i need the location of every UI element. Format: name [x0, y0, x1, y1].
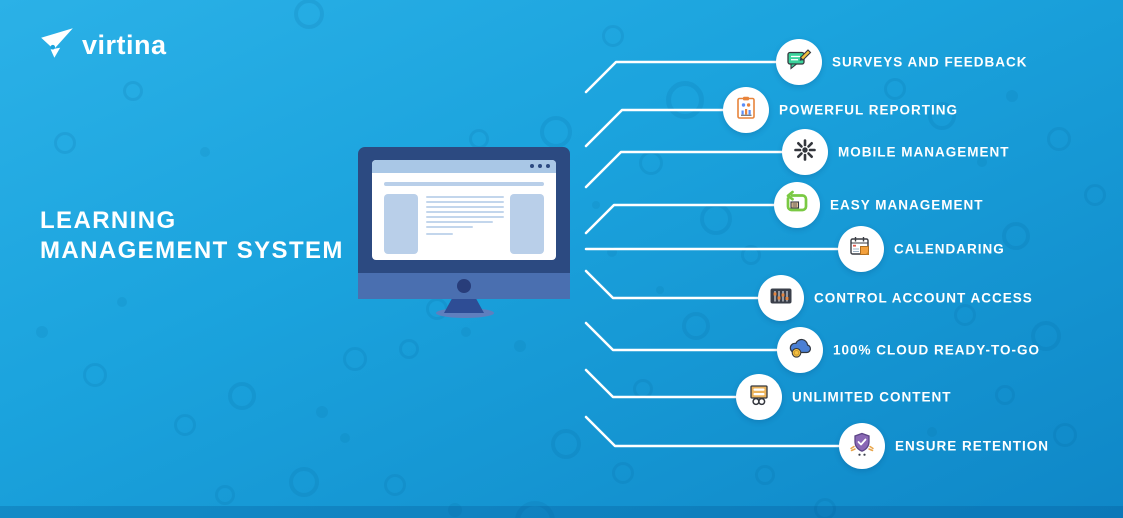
decorative-ring — [666, 81, 704, 119]
decorative-ring — [995, 385, 1015, 405]
page-heading-bar — [384, 182, 544, 186]
survey-feedback-icon — [785, 46, 813, 79]
feature-icon-circle — [723, 87, 769, 133]
easy-loop-icon — [783, 189, 811, 222]
decorative-ring — [977, 157, 987, 167]
decorative-ring — [1002, 222, 1030, 250]
feature-label: SURVEYS AND FEEDBACK — [832, 54, 1028, 70]
decorative-ring — [215, 485, 235, 505]
decorative-ring — [384, 474, 406, 496]
feature-icon-circle — [839, 423, 885, 469]
monitor-webcam-dot — [457, 279, 471, 293]
decorative-ring — [54, 132, 76, 154]
decorative-ring — [755, 465, 775, 485]
feature-label: 100% CLOUD READY-TO-GO — [833, 342, 1041, 358]
connector-line — [584, 269, 760, 300]
content-cart-icon — [745, 381, 773, 414]
monitor-base — [436, 308, 494, 318]
decorative-ring — [602, 25, 624, 47]
decorative-ring — [123, 81, 143, 101]
text-lines — [426, 196, 504, 238]
connector-line — [584, 150, 784, 189]
decorative-ring — [294, 0, 324, 29]
monitor-stand — [444, 297, 484, 313]
browser-titlebar — [372, 160, 556, 173]
feature-label: POWERFUL REPORTING — [779, 102, 959, 118]
decorative-ring — [741, 245, 761, 265]
title-line1: LEARNING — [40, 207, 177, 234]
feature-icon-circle — [838, 226, 884, 272]
connector-line — [584, 368, 738, 399]
decorative-ring — [656, 286, 664, 294]
feature-label: EASY MANAGEMENT — [830, 197, 984, 213]
decorative-ring — [343, 347, 367, 371]
decorative-ring — [448, 503, 462, 517]
decorative-ring — [700, 203, 732, 235]
decorative-ring — [884, 78, 906, 100]
decorative-ring — [682, 312, 710, 340]
decorative-ring — [639, 151, 663, 175]
decorative-ring — [316, 406, 328, 418]
title-line2: MANAGEMENT SYSTEM — [40, 237, 344, 264]
decorative-ring — [469, 129, 489, 149]
shield-check-icon — [848, 430, 876, 463]
feature-label: CALENDARING — [894, 241, 1005, 257]
decorative-ring — [174, 414, 196, 436]
decorative-ring — [928, 102, 956, 130]
connector-line — [584, 203, 776, 235]
mobile-burst-icon — [791, 136, 819, 169]
right-content-block — [510, 194, 544, 254]
decorative-ring — [1053, 423, 1077, 447]
decorative-ring — [927, 427, 937, 437]
report-clipboard-icon — [732, 94, 760, 127]
decorative-ring — [1084, 184, 1106, 206]
browser-window — [372, 160, 556, 260]
feature-icon-circle — [774, 182, 820, 228]
feature-label: ENSURE RETENTION — [895, 438, 1050, 454]
page-title: LEARNING MANAGEMENT SYSTEM — [40, 206, 344, 266]
cloud-coin-icon — [786, 334, 814, 367]
feature-icon-circle — [782, 129, 828, 175]
feature-icon-circle — [736, 374, 782, 420]
decorative-ring — [117, 297, 127, 307]
decorative-ring — [1047, 127, 1071, 151]
decorative-ring — [340, 433, 350, 443]
connector-line — [584, 415, 841, 448]
bottom-shade-band — [0, 506, 1123, 518]
decorative-ring — [612, 462, 634, 484]
decorative-ring — [1006, 90, 1018, 102]
feature-icon-circle — [777, 327, 823, 373]
paper-plane-icon — [38, 24, 76, 67]
decorative-ring — [36, 326, 48, 338]
decorative-ring — [633, 379, 653, 399]
calendar-icon — [847, 233, 875, 266]
monitor-illustration — [358, 147, 570, 319]
feature-label: CONTROL ACCOUNT ACCESS — [814, 290, 1033, 306]
browser-dots-icon — [530, 164, 550, 168]
brand-name: virtina — [82, 30, 167, 60]
account-sliders-icon — [767, 282, 795, 315]
feature-label: UNLIMITED CONTENT — [792, 389, 952, 405]
decorative-ring — [200, 147, 210, 157]
decorative-ring — [83, 363, 107, 387]
decorative-ring — [607, 247, 617, 257]
feature-icon-circle — [758, 275, 804, 321]
left-content-block — [384, 194, 418, 254]
decorative-ring — [514, 340, 526, 352]
decorative-ring — [399, 339, 419, 359]
decorative-ring — [592, 201, 600, 209]
brand-logo: virtina — [38, 24, 167, 67]
decorative-ring — [461, 327, 471, 337]
decorative-ring — [1031, 321, 1061, 351]
feature-icon-circle — [776, 39, 822, 85]
connector-line — [584, 108, 725, 148]
decorative-ring — [228, 382, 256, 410]
decorative-ring — [551, 429, 581, 459]
feature-label: MOBILE MANAGEMENT — [838, 144, 1010, 160]
decorative-ring — [954, 304, 976, 326]
decorative-ring — [289, 467, 319, 497]
decorative-ring — [540, 116, 572, 148]
